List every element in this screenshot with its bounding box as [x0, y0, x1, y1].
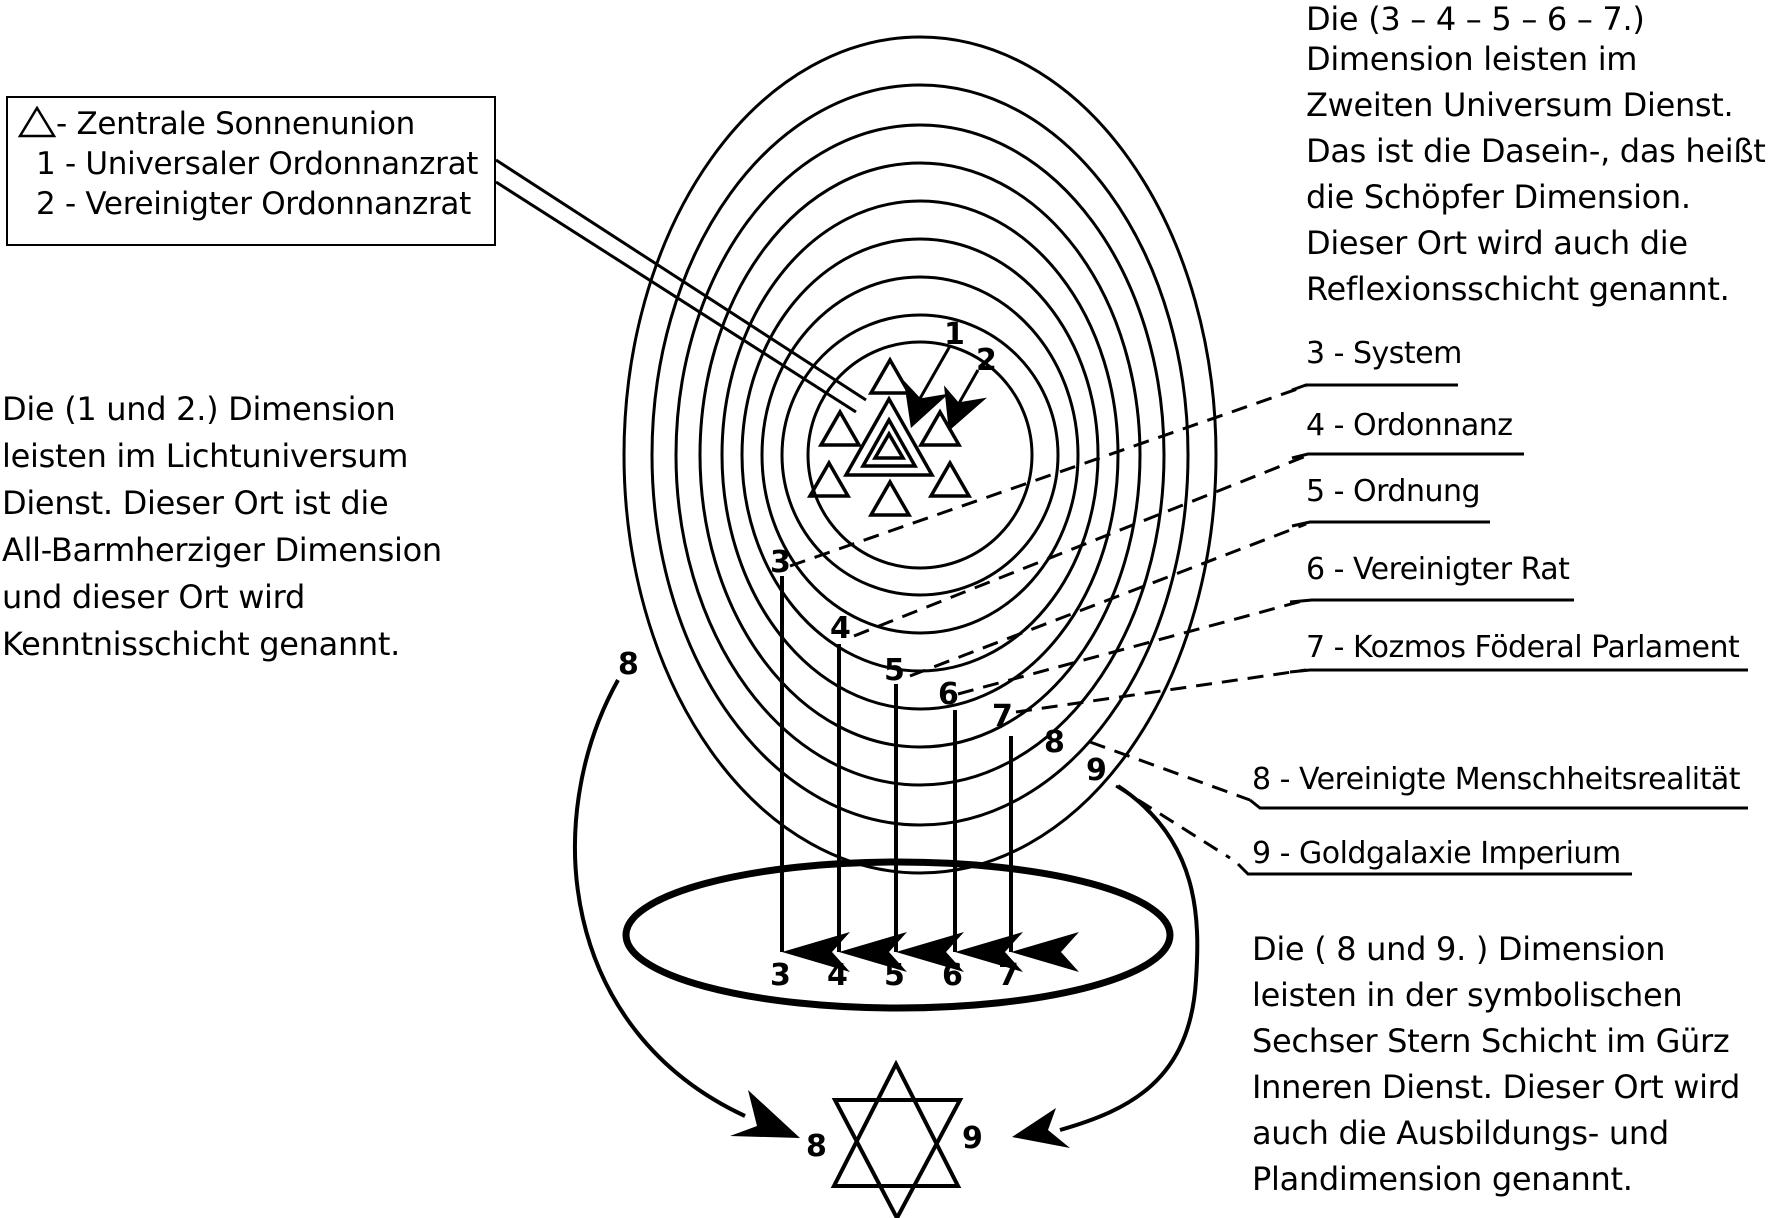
text-line: Plandimension genannt.: [1252, 1160, 1633, 1198]
ring-2: [780, 313, 1060, 597]
reflection-ellipse: [622, 858, 1174, 1012]
text-line: Dienst. Dieser Ort ist die: [2, 484, 389, 522]
text-line: und dieser Ort wird: [2, 578, 305, 616]
council-arrows: [903, 345, 987, 432]
layer-label-8: 8 - Vereinigte Menschheitsrealität: [1252, 762, 1741, 797]
legend-item-united-council: 2 - Vereinigter Ordonnanzrat: [36, 184, 471, 224]
text-line: Zweiten Universum Dienst.: [1306, 86, 1734, 124]
text-line: die Schöpfer Dimension.: [1306, 178, 1691, 216]
triangle-icon: [806, 459, 852, 498]
text-line: Die (3 – 4 – 5 – 6 – 7.): [1306, 0, 1645, 38]
label-underlines: [1236, 383, 1748, 876]
text-line: Kenntnisschicht genannt.: [2, 625, 401, 663]
triangle-icon: [17, 105, 57, 138]
text-line: Reflexionsschicht genannt.: [1306, 270, 1730, 308]
legend-item-central-sun-union: - Zentrale Sonnenunion: [17, 104, 416, 144]
legend-pointer: [495, 158, 867, 414]
triangle-icon: [867, 478, 913, 517]
text-line: Dimension leisten im: [1306, 40, 1638, 78]
ellipse-number-7: 7: [998, 958, 1019, 993]
text-line: Dieser Ort wird auch die: [1306, 224, 1688, 262]
outer-left-marker-8: 8: [618, 647, 639, 682]
ring-marker-3: 3: [770, 545, 791, 580]
layer-label-4: 4 - Ordonnanz: [1306, 408, 1513, 443]
legend-item-text: - Zentrale Sonnenunion: [56, 106, 416, 142]
ring-7: [674, 123, 1166, 787]
layer-label-6: 6 - Vereinigter Rat: [1306, 552, 1570, 587]
ellipse-number-5: 5: [884, 958, 905, 993]
descending-arrows: [780, 576, 1079, 972]
central-triangle-outer: [842, 395, 936, 477]
curved-arrows: [573, 679, 1200, 1132]
layer-label-9: 9 - Goldgalaxie Imperium: [1252, 836, 1621, 871]
central-triangle-mid: [860, 416, 918, 468]
triangle-icon: [927, 459, 973, 498]
legend-item-universal-council: 1 - Universaler Ordonnanzrat: [36, 144, 478, 184]
arrowhead-8: [730, 1090, 800, 1138]
text-line: Das ist die Dasein-, das heißt: [1306, 132, 1766, 170]
ring-9: [622, 35, 1218, 875]
ring-6: [698, 161, 1142, 749]
legend-item-text: 2 - Vereinigter Ordonnanzrat: [36, 186, 471, 222]
text-line: Die ( 8 und 9. ) Dimension: [1252, 930, 1666, 968]
central-triangle-inner: [871, 430, 907, 460]
ring-1: [806, 340, 1034, 570]
text-line: leisten im Lichtuniversum: [2, 437, 409, 475]
ellipse-number-4: 4: [827, 958, 848, 993]
legend-item-text: 1 - Universaler Ordonnanzrat: [36, 146, 479, 182]
ring-marker-6: 6: [938, 677, 959, 712]
marker-1: 1: [944, 317, 965, 352]
ellipse-number-3: 3: [770, 958, 791, 993]
ring-8: [650, 83, 1190, 827]
ring-marker-4: 4: [830, 611, 851, 646]
layer-label-5: 5 - Ordnung: [1306, 474, 1481, 509]
text-line: auch die Ausbildungs- und: [1252, 1114, 1669, 1152]
ring-marker-9: 9: [1086, 753, 1107, 788]
star-label-8: 8: [806, 1129, 827, 1164]
ring-5: [720, 199, 1120, 711]
ring-marker-5: 5: [884, 653, 905, 688]
triangle-icon: [867, 356, 913, 395]
star-label-9: 9: [962, 1121, 983, 1156]
leader-lines: [789, 384, 1307, 860]
ring-3: [760, 275, 1080, 635]
arrowhead-9: [1012, 1108, 1070, 1148]
text-line: All-Barmherziger Dimension: [2, 531, 442, 569]
layer-label-7: 7 - Kozmos Föderal Parlament: [1306, 630, 1740, 665]
text-line: Inneren Dienst. Dieser Ort wird: [1252, 1068, 1740, 1106]
ring-marker-7: 7: [992, 699, 1013, 734]
six-pointed-star: [830, 1059, 964, 1218]
triangle-icon: [817, 408, 863, 447]
ring-marker-8: 8: [1044, 725, 1065, 760]
curve-8: [573, 679, 746, 1118]
layer-label-3: 3 - System: [1306, 336, 1462, 371]
ellipse-number-6: 6: [942, 958, 963, 993]
text-line: Sechser Stern Schicht im Gürz: [1252, 1022, 1730, 1060]
central-sun-union: [806, 356, 973, 517]
legend-box: - Zentrale Sonnenunion 1 - Universaler O…: [6, 96, 496, 246]
text-line: leisten in der symbolischen: [1252, 976, 1683, 1014]
curve-9: [1059, 784, 1200, 1132]
marker-2: 2: [976, 343, 997, 378]
text-line: Die (1 und 2.) Dimension: [2, 390, 396, 428]
